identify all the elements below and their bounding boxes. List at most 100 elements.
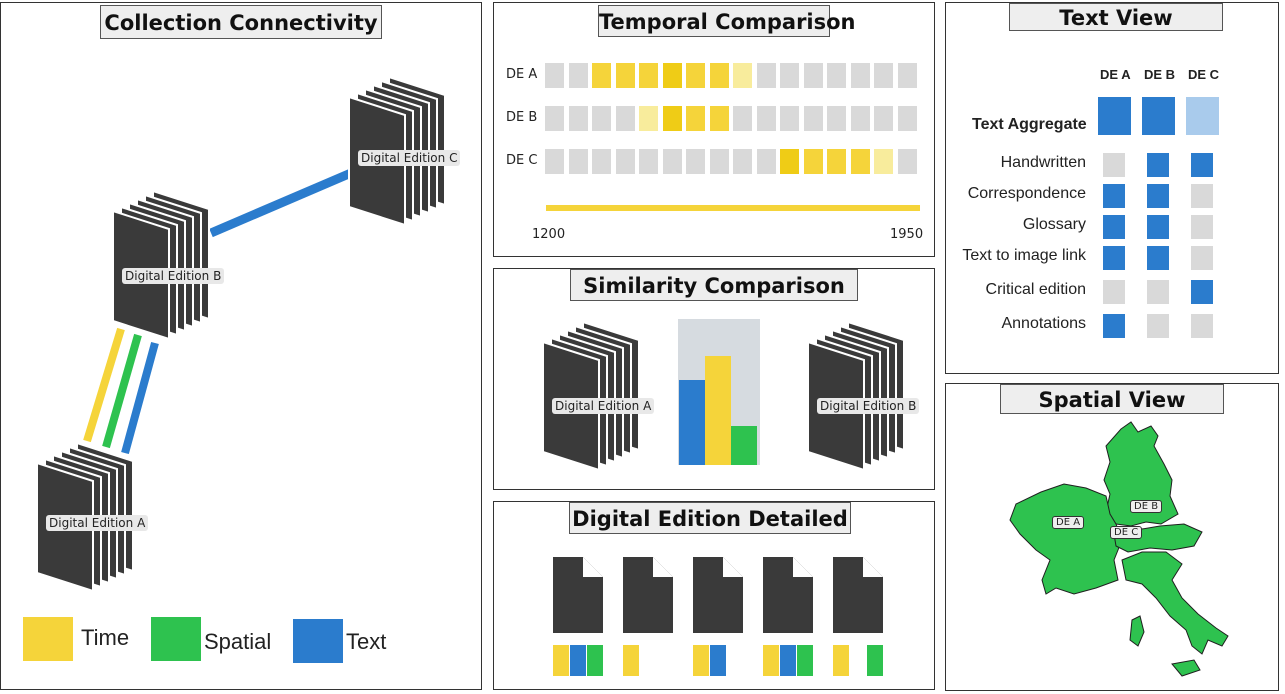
text-aggregate-cell[interactable]	[1186, 97, 1219, 135]
text-aggregate-label: Text Aggregate	[972, 116, 1087, 133]
temporal-cell[interactable]	[686, 106, 705, 131]
temporal-cell[interactable]	[615, 63, 635, 88]
temporal-cell[interactable]	[850, 149, 870, 174]
temporal-cell[interactable]	[615, 106, 635, 131]
edition-b-stack[interactable]	[112, 190, 210, 340]
document-icon[interactable]	[623, 557, 675, 633]
text-feature-cell[interactable]	[1103, 184, 1125, 208]
temporal-cell[interactable]	[850, 63, 870, 88]
text-feature-cell[interactable]	[1103, 153, 1125, 177]
text-aggregate-cell[interactable]	[1098, 97, 1131, 135]
similarity-bar-time[interactable]	[705, 355, 731, 465]
temporal-cell[interactable]	[756, 63, 776, 88]
temporal-cell[interactable]	[733, 149, 752, 174]
text-feature-cell[interactable]	[1147, 246, 1169, 270]
temporal-cell[interactable]	[662, 106, 682, 131]
temporal-cell[interactable]	[639, 106, 658, 131]
temporal-cell[interactable]	[639, 63, 658, 88]
text-link-b-c[interactable]	[209, 168, 353, 238]
text-feature-cell[interactable]	[1191, 314, 1213, 338]
temporal-cell[interactable]	[850, 106, 870, 131]
spatial-link-a-b[interactable]	[102, 333, 142, 449]
temporal-cell[interactable]	[780, 149, 799, 174]
region-france[interactable]	[1009, 483, 1123, 595]
document-icon[interactable]	[763, 557, 815, 633]
temporal-cell[interactable]	[709, 106, 729, 131]
legend-label-text: Text	[346, 629, 387, 654]
text-feature-cell[interactable]	[1103, 215, 1125, 239]
temporal-cell[interactable]	[827, 149, 846, 174]
temporal-cell[interactable]	[733, 106, 752, 131]
temporal-cell[interactable]	[897, 106, 917, 131]
region-sicily[interactable]	[1171, 659, 1201, 677]
text-feature-cell[interactable]	[1191, 246, 1213, 270]
document-tag-spatial	[587, 645, 603, 676]
text-feature-cell[interactable]	[1103, 246, 1125, 270]
temporal-cell[interactable]	[592, 106, 611, 131]
temporal-cell[interactable]	[568, 149, 588, 174]
temporal-cell[interactable]	[803, 149, 823, 174]
timeline-axis[interactable]	[546, 205, 920, 211]
text-feature-cell[interactable]	[1103, 314, 1125, 338]
temporal-cell[interactable]	[780, 106, 799, 131]
temporal-cell[interactable]	[615, 149, 635, 174]
text-feature-cell[interactable]	[1147, 215, 1169, 239]
temporal-cell[interactable]	[662, 149, 682, 174]
temporal-cell[interactable]	[592, 149, 611, 174]
text-feature-cell[interactable]	[1191, 215, 1213, 239]
text-view-column-header: DE C	[1188, 67, 1220, 82]
document-icon[interactable]	[833, 557, 885, 633]
region-italy[interactable]	[1121, 551, 1229, 655]
text-feature-cell[interactable]	[1191, 280, 1213, 304]
temporal-cell[interactable]	[686, 63, 705, 88]
text-feature-cell[interactable]	[1191, 153, 1213, 177]
text-aggregate-cell[interactable]	[1142, 97, 1175, 135]
temporal-cell[interactable]	[803, 106, 823, 131]
temporal-cell[interactable]	[709, 149, 729, 174]
document-icon[interactable]	[553, 557, 605, 633]
temporal-cell[interactable]	[545, 63, 564, 88]
document-tag-spatial	[867, 645, 883, 676]
text-feature-cell[interactable]	[1147, 314, 1169, 338]
temporal-cell[interactable]	[827, 63, 846, 88]
temporal-cell[interactable]	[568, 63, 588, 88]
temporal-cell[interactable]	[545, 149, 564, 174]
text-feature-cell[interactable]	[1147, 280, 1169, 304]
temporal-cell[interactable]	[756, 106, 776, 131]
text-feature-cell[interactable]	[1191, 184, 1213, 208]
temporal-cell[interactable]	[592, 63, 611, 88]
temporal-cell[interactable]	[686, 149, 705, 174]
text-feature-cell[interactable]	[1147, 184, 1169, 208]
temporal-cell[interactable]	[709, 63, 729, 88]
text-feature-cell[interactable]	[1147, 153, 1169, 177]
temporal-cell[interactable]	[662, 63, 682, 88]
temporal-cell[interactable]	[874, 106, 893, 131]
spatial-view-panel: Spatial View DE A DE B DE C	[945, 383, 1279, 691]
similarity-edition-b-stack[interactable]	[807, 321, 905, 471]
temporal-cell[interactable]	[874, 149, 893, 174]
map-marker-de-b[interactable]: DE B	[1130, 500, 1163, 513]
temporal-cell[interactable]	[827, 106, 846, 131]
temporal-cell[interactable]	[803, 63, 823, 88]
temporal-cell[interactable]	[756, 149, 776, 174]
similarity-bar-text[interactable]	[679, 380, 705, 465]
temporal-cell[interactable]	[897, 149, 917, 174]
temporal-cell[interactable]	[545, 106, 564, 131]
map-marker-de-a[interactable]: DE A	[1052, 516, 1085, 529]
document-icon[interactable]	[693, 557, 745, 633]
temporal-cell[interactable]	[897, 63, 917, 88]
text-link-a-b[interactable]	[121, 341, 159, 455]
temporal-cell[interactable]	[733, 63, 752, 88]
text-feature-cell[interactable]	[1103, 280, 1125, 304]
similarity-edition-a-stack[interactable]	[542, 321, 640, 471]
similarity-bar-spatial[interactable]	[731, 425, 757, 465]
temporal-cell[interactable]	[780, 63, 799, 88]
temporal-cell[interactable]	[874, 63, 893, 88]
time-link-a-b[interactable]	[83, 327, 125, 443]
map-marker-de-c[interactable]: DE C	[1110, 526, 1143, 539]
region-sardinia[interactable]	[1129, 615, 1145, 647]
temporal-cell[interactable]	[639, 149, 658, 174]
temporal-cell[interactable]	[568, 106, 588, 131]
legend-swatch-text	[293, 619, 343, 663]
document-tag-text	[570, 645, 586, 676]
